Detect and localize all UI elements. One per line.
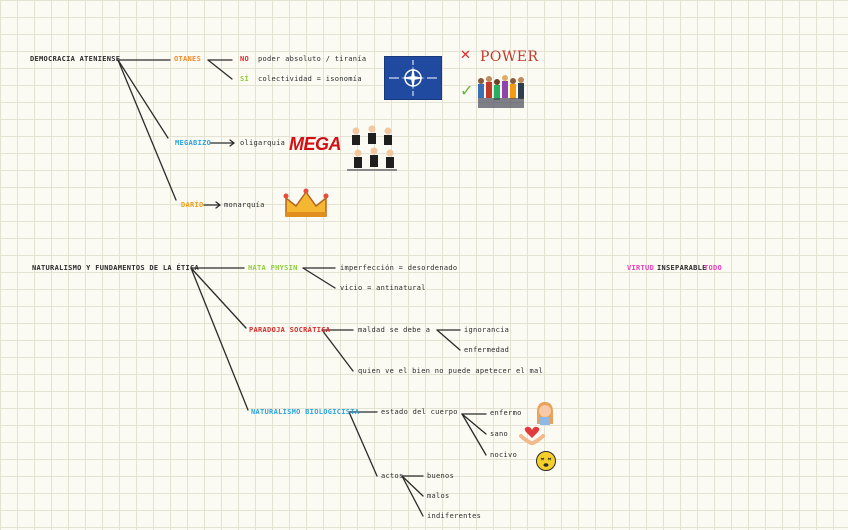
natbio-item-2a: buenos: [427, 472, 455, 480]
paradoja-item-1a: ignorancia: [464, 326, 510, 334]
paradoja-item-1: maldad se debe a: [358, 326, 431, 334]
hata-item-1: imperfección = desordenado: [340, 264, 458, 272]
side-note-todo: TODO: [704, 264, 723, 272]
side-note-inseparable: INSEPARABLE: [657, 264, 707, 272]
paradoja-item-2: quien ve el bien no puede apetecer el ma…: [358, 367, 544, 375]
otanes-si-key: SÍ: [240, 75, 250, 83]
connector-root-megabizo: [117, 59, 169, 139]
branch-dario: DARÍO: [181, 201, 204, 209]
crowd-icon: [478, 75, 524, 108]
otanes-no-key: NO: [240, 55, 250, 63]
natbio-item-2: actos: [381, 472, 404, 480]
compass-rose-icon: [389, 60, 437, 96]
natbio-item-1b: sano: [490, 430, 509, 438]
connector-estado-nocivo: [461, 413, 487, 456]
dizzy-face-icon: [536, 451, 556, 471]
connector-otanes-si: [207, 59, 233, 80]
connector-hata-2: [302, 267, 336, 289]
arrow-megabizo: [209, 139, 236, 147]
mega-logo-image: MEGA: [289, 134, 342, 154]
natbio-item-1a: enfermo: [490, 409, 522, 417]
hata-item-2: vicio = antinatural: [340, 284, 426, 292]
connector-estado-sano: [461, 413, 487, 435]
nato-flag-image: [384, 56, 442, 100]
crown-icon: [283, 188, 329, 217]
sick-woman-icon: [537, 402, 553, 425]
root-democracia: DEMOCRACIA ATENIENSE: [30, 55, 121, 63]
paradoja-item-1b: enfermedad: [464, 346, 510, 354]
branch-otanes: OTANES: [174, 55, 202, 63]
cross-icon: ✕: [460, 48, 471, 63]
otanes-no-text: poder absoluto / tiranía: [258, 55, 367, 63]
natbio-item-2c: indiferentes: [427, 512, 482, 520]
businessmen-icon: [347, 125, 397, 171]
power-word-image: POWER: [480, 49, 539, 65]
connector-natbio-2: [348, 411, 378, 477]
connector-paradoja-2: [321, 329, 354, 372]
branch-megabizo: MEGABIZO: [175, 139, 212, 147]
connector-root-paradoja: [190, 267, 247, 329]
natbio-item-1c: nocivo: [490, 451, 518, 459]
natbio-item-1: estado del cuerpo: [381, 408, 458, 416]
natbio-item-2b: malos: [427, 492, 450, 500]
connector-actos-malos: [401, 475, 424, 497]
heart-hands-icon: [519, 426, 545, 445]
branch-hata-physin: HATA PHYSIN: [248, 264, 298, 272]
dario-text: monarquía: [224, 201, 265, 209]
branch-naturalismo-biologicista: NATURALISMO BIOLOGICISTA: [251, 408, 360, 416]
check-icon: ✓: [460, 81, 474, 100]
connector-maldad-enfermedad: [436, 329, 461, 351]
connector-actos-indiferentes: [401, 475, 424, 517]
megabizo-text: oligarquía: [240, 139, 286, 147]
branch-paradoja-socratica: PARADOJA SOCRÁTICA: [249, 326, 331, 334]
connector-root-natbio: [190, 267, 249, 411]
side-note-virtud: VIRTUD: [627, 264, 655, 272]
otanes-si-text: colectividad = isonomía: [258, 75, 362, 83]
arrow-dario: [203, 201, 222, 209]
connector-root-dario: [117, 59, 177, 201]
root-naturalismo: NATURALISMO Y FUNDAMENTOS DE LA ÉTICA: [32, 264, 200, 272]
